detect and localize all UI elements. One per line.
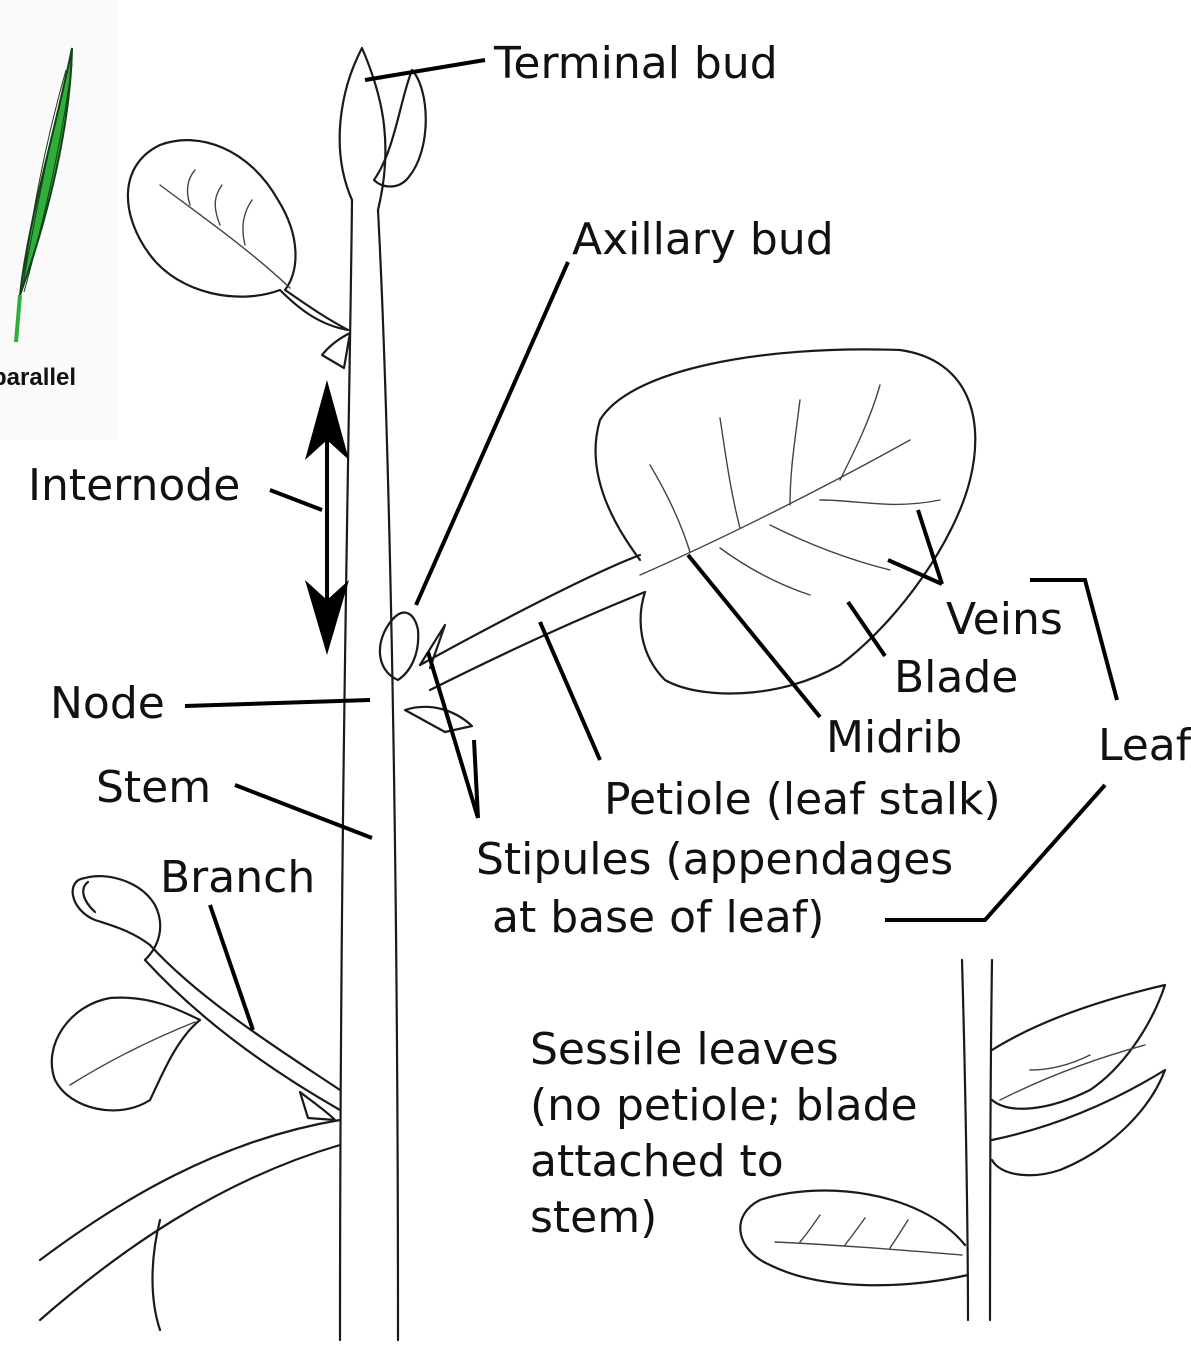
internode-arrow — [305, 380, 349, 655]
label-blade: Blade — [894, 652, 1018, 703]
label-petiole: Petiole (leaf stalk) — [604, 774, 1001, 825]
labels: Terminal bud Axillary bud Internode Node… — [28, 38, 1191, 1243]
label-internode: Internode — [28, 460, 240, 511]
label-sessile-line3: attached to — [530, 1136, 784, 1187]
label-stipules-line1: Stipules (appendages — [476, 834, 953, 885]
label-veins: Veins — [946, 594, 1063, 645]
label-leaf: Leaf — [1098, 720, 1191, 771]
leader-terminal-bud — [365, 60, 485, 80]
leader-stipule-a — [428, 652, 478, 818]
leader-branch — [210, 905, 253, 1030]
label-stem: Stem — [96, 762, 211, 813]
label-branch: Branch — [160, 852, 315, 903]
label-stipules-line2: at base of leaf) — [492, 892, 824, 943]
label-sessile-line4: stem) — [530, 1192, 657, 1243]
leader-axillary-bud — [416, 262, 568, 605]
leader-petiole — [540, 622, 600, 760]
label-axillary-bud: Axillary bud — [572, 214, 834, 265]
inset-parallel-leaf: parallel — [0, 0, 118, 440]
label-node: Node — [50, 678, 165, 729]
main-stem — [340, 200, 398, 1340]
inset-label: parallel — [0, 364, 76, 391]
label-terminal-bud: Terminal bud — [493, 38, 778, 89]
label-sessile-line2: (no petiole; blade — [530, 1080, 918, 1131]
big-leaf — [405, 349, 975, 732]
leader-node — [185, 700, 370, 706]
leader-stem — [235, 785, 372, 838]
sessile-leaves-drawing — [740, 960, 1165, 1320]
leader-internode — [270, 490, 322, 510]
upper-left-leaf — [128, 140, 350, 368]
label-sessile-line1: Sessile leaves — [530, 1024, 839, 1075]
axillary-bud — [380, 613, 418, 680]
lower-branch — [40, 876, 340, 1330]
label-midrib: Midrib — [826, 712, 962, 763]
